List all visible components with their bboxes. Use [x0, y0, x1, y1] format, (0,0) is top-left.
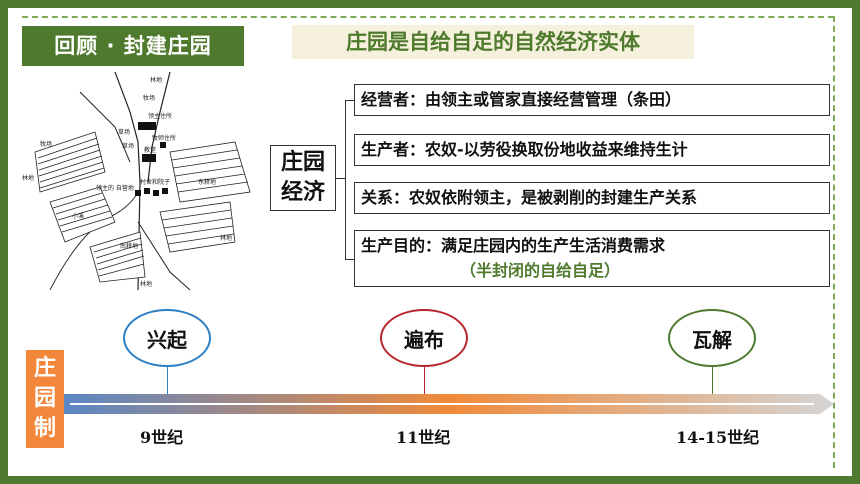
- svg-text:教堂: 教堂: [144, 146, 156, 154]
- century-9: 9世纪: [140, 428, 184, 447]
- manor-economy-line2: 经济: [280, 180, 325, 205]
- stage-rise: 兴起: [123, 309, 211, 367]
- svg-text:东耕地: 东耕地: [198, 178, 216, 186]
- economy-item-purpose-text: 生产目的：满足庄园内的生产生活消费需求: [361, 236, 666, 255]
- century-11: 11世纪: [396, 428, 451, 447]
- timeline-label-char-1: 庄: [33, 356, 56, 381]
- timeline-label-char-3: 制: [33, 416, 56, 441]
- svg-text:林地: 林地: [22, 174, 34, 182]
- page-title: 庄园是自给自足的自然经济实体: [292, 25, 694, 59]
- stage-stem-spread: [424, 366, 425, 394]
- timeline-arrow: [64, 394, 834, 414]
- svg-text:牧场: 牧场: [143, 94, 155, 102]
- svg-text:牧师住所: 牧师住所: [152, 134, 176, 142]
- dashed-border-top: [22, 16, 834, 18]
- stage-spread: 遍布: [380, 309, 468, 367]
- svg-text:牧场: 牧场: [40, 140, 52, 148]
- stage-stem-decline: [712, 366, 713, 394]
- century-14-15: 14-15世纪: [676, 428, 760, 447]
- stage-stem-rise: [167, 366, 168, 394]
- svg-text:村舍和院子: 村舍和院子: [140, 178, 170, 186]
- svg-text:林地: 林地: [220, 234, 232, 242]
- svg-text:小溪: 小溪: [72, 212, 84, 220]
- svg-text:领主住所: 领主住所: [148, 112, 172, 120]
- economy-item-purpose-note: （半封闭的自给自足）: [459, 261, 620, 280]
- manor-map-illustration: 林地 牧场 领主住所 牧师住所 教堂 草场 草场 牧场 林地 领主的 自营地 村…: [20, 72, 260, 290]
- manor-economy-line1: 庄园: [280, 150, 325, 175]
- svg-text:领主的 自营地: 领主的 自营地: [96, 184, 134, 192]
- bracket: [345, 100, 355, 260]
- bracket-connector: [336, 178, 346, 179]
- review-tag: 回顾 · 封建庄园: [22, 26, 244, 66]
- economy-item-purpose: 生产目的：满足庄园内的生产生活消费需求 （半封闭的自给自足）: [354, 230, 830, 287]
- svg-text:林地: 林地: [140, 280, 152, 288]
- svg-text:南耕地: 南耕地: [120, 242, 138, 250]
- svg-text:林地: 林地: [150, 76, 162, 84]
- timeline-label-char-2: 园: [33, 386, 56, 411]
- economy-item-relationship: 关系：农奴依附领主，是被剥削的封建生产关系: [354, 182, 830, 214]
- economy-item-operator: 经营者：由领主或管家直接经营管理（条田）: [354, 84, 830, 116]
- economy-item-producer: 生产者：农奴-以劳役换取份地收益来维持生计: [354, 134, 830, 166]
- timeline-label: 庄 园 制: [26, 350, 64, 448]
- dashed-border-right: [833, 16, 835, 468]
- manor-economy-label: 庄园 经济: [270, 145, 336, 211]
- svg-text:草场: 草场: [118, 128, 130, 136]
- stage-decline: 瓦解: [668, 309, 756, 367]
- svg-text:草场: 草场: [122, 142, 134, 150]
